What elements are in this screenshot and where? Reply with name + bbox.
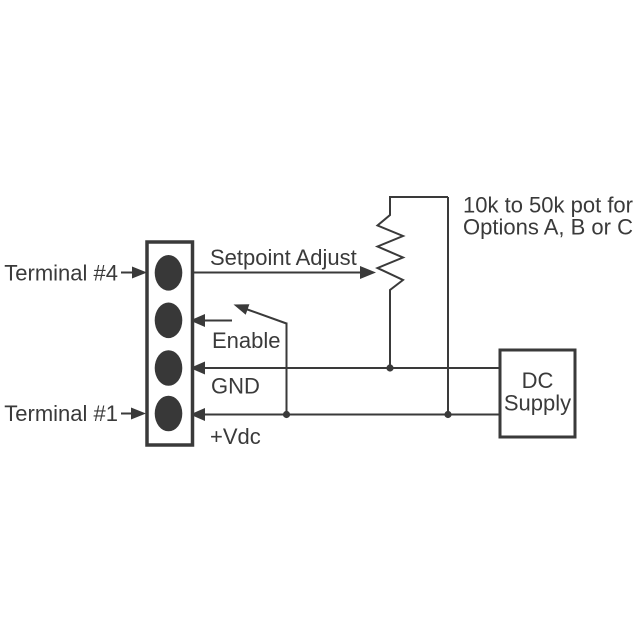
- label-layer: Terminal #4 Terminal #1 Setpoint Adjust …: [4, 193, 633, 450]
- pot-note-line2: Options A, B or C: [463, 215, 633, 240]
- gnd-junction-dot: [386, 364, 394, 372]
- terminal-pad-1: [154, 395, 183, 432]
- switch-vdc-junction-dot: [282, 410, 291, 419]
- terminal-pad-2: [154, 350, 183, 386]
- switch-blade-arrow-icon: [233, 304, 250, 315]
- wire-layer: [121, 196, 499, 421]
- setpoint-label: Setpoint Adjust: [210, 245, 357, 270]
- terminal1-label: Terminal #1: [4, 401, 118, 426]
- gnd-arrow-icon: [190, 361, 205, 375]
- terminal4-label: Terminal #4: [4, 261, 118, 286]
- dc-supply-label-line2: Supply: [504, 391, 571, 416]
- pot-vdc-junction-dot: [444, 410, 452, 419]
- terminal1-arrow-icon: [131, 407, 146, 420]
- pot-wiper-arrow-icon: [360, 266, 376, 279]
- terminal4-arrow-icon: [132, 266, 147, 279]
- enable-arrow-icon: [190, 314, 205, 327]
- switch-blade-wire: [245, 308, 287, 325]
- terminal-pad-3: [154, 302, 183, 339]
- pot-note-line1: 10k to 50k pot for: [463, 193, 633, 218]
- dc-supply-box: DC Supply: [498, 348, 577, 439]
- dc-supply-label-line1: DC: [522, 368, 554, 393]
- terminal-pad-4: [154, 254, 183, 291]
- vdc-label: +Vdc: [210, 424, 261, 449]
- terminal-block: [145, 240, 195, 447]
- enable-label: Enable: [212, 328, 281, 353]
- gnd-label: GND: [211, 374, 260, 399]
- vdc-arrow-icon: [190, 408, 205, 421]
- potentiometer-resistor: [374, 196, 448, 368]
- dc-supply-outline: [498, 348, 577, 439]
